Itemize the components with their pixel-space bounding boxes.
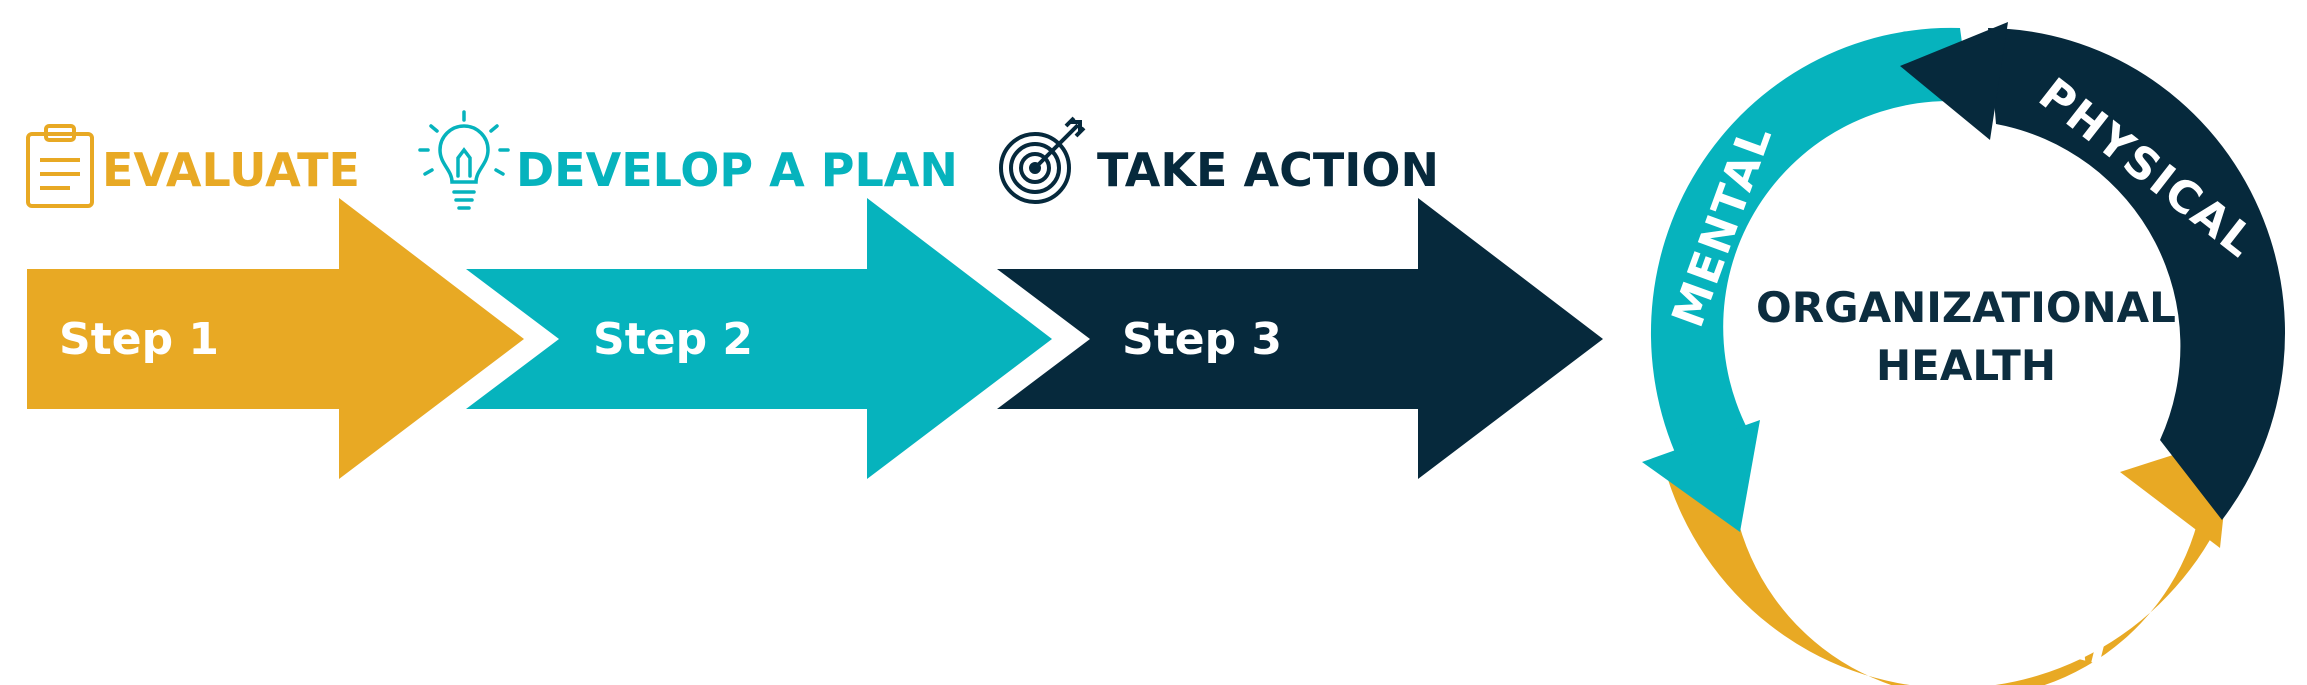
center-title-line-1: ORGANIZATIONAL	[1756, 283, 2176, 332]
clipboard-icon	[26, 124, 94, 208]
step-1-label: Step 1	[59, 314, 219, 365]
center-title-line-2: HEALTH	[1876, 341, 2056, 390]
mental-segment	[1650, 27, 1970, 471]
financial-label: FINANCIAL	[1839, 561, 2126, 679]
health-cycle: MENTAL PHYSICAL FINANCIAL ORGANIZATIONAL…	[1642, 22, 2286, 685]
physical-arrowhead	[1900, 22, 2008, 140]
step-2-arrow	[466, 198, 1052, 479]
step-1-arrow	[27, 198, 524, 479]
step-3-label: Step 3	[1122, 314, 1282, 365]
lightbulb-icon	[418, 110, 510, 210]
heading-develop-a-plan: DEVELOP A PLAN	[516, 143, 958, 197]
step-2-label: Step 2	[593, 314, 753, 365]
step-3-arrow	[997, 198, 1603, 479]
target-icon	[999, 116, 1086, 204]
mental-arrowhead	[1642, 420, 1760, 532]
heading-take-action: TAKE ACTION	[1097, 143, 1439, 197]
physical-segment	[1988, 28, 2286, 520]
heading-evaluate: EVALUATE	[102, 143, 360, 197]
